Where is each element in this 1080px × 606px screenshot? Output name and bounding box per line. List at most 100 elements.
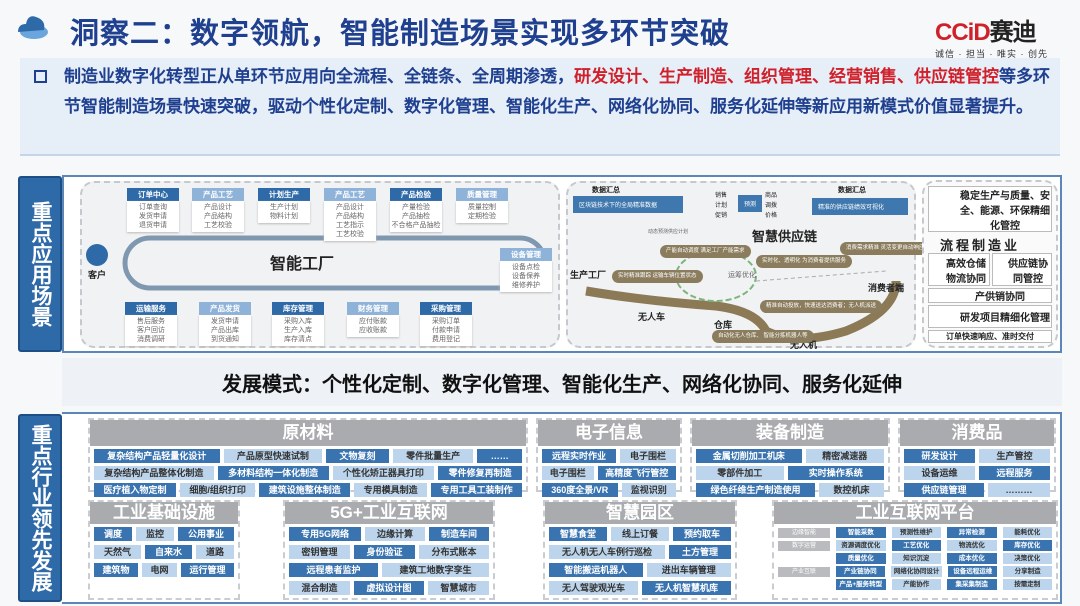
info-bubble: 实时精准跟踪 运输车辆位置状态 xyxy=(612,270,703,283)
scenario-chip: 建筑设施整体制造 xyxy=(259,483,351,497)
scenario-chip: 产品+服务转型 xyxy=(836,579,886,590)
module-item: 应收账款 xyxy=(359,327,387,334)
industry-group: 工业基础设施调度监控公用事业天然气自来水道路建筑物电网运行管理 xyxy=(88,500,240,600)
scenario-chip: 医疗植入物定制 xyxy=(94,483,176,497)
chip-row: 供应链管理……… xyxy=(904,483,1051,497)
scenario-chip: 电子围栏 xyxy=(542,466,594,480)
scenario-chip: 建筑物 xyxy=(94,563,138,577)
group-title: 5G+工业互联网 xyxy=(285,502,493,524)
module-item: 售后服务 xyxy=(137,318,165,325)
module-item: 产品结构 xyxy=(336,213,364,220)
scenario-chip: 身份验证 xyxy=(354,545,415,559)
loop-label: 运筹优化 xyxy=(728,272,756,279)
scenario-chip: 零件批量生产 xyxy=(392,449,474,463)
module-items: 采购订单付款申请费用登记 xyxy=(420,315,472,346)
platform-row-label xyxy=(778,580,830,590)
module-item: 产品设计 xyxy=(336,204,364,211)
scenario-chip: 运行管理 xyxy=(181,563,234,577)
place-consumer: 消费者端 xyxy=(868,283,905,293)
data-summary-left: 数据汇总 xyxy=(592,187,620,194)
intro-text: 制造业数字化转型正从单环节应用向全流程、全链条、全周期渗透， xyxy=(64,67,574,86)
module-item: 工艺校验 xyxy=(204,222,232,229)
platform-row: 边缘智能智能采数预测性维护异常检测能耗优化 xyxy=(778,527,1052,538)
module-items: 售后服务客户回访消费调研 xyxy=(125,315,177,346)
scenario-chip: 预约取车 xyxy=(673,527,731,541)
scenario-chip: 供应链管理 xyxy=(904,483,985,497)
banner-right: 精准的供应链绩效可视化 xyxy=(812,198,908,215)
scenario-chip: 专用工具工装制作 xyxy=(431,483,523,497)
scenario-chip: 精密减速器 xyxy=(805,449,884,463)
scenario-chip: 无人机智慧机库 xyxy=(642,581,731,595)
scenario-chip: 设备运维 xyxy=(904,466,975,480)
factory-module: 运输服务售后服务客户回访消费调研 xyxy=(125,302,177,346)
industrial-internet-platform: 工业互联网平台边缘智能智能采数预测性维护异常检测能耗优化数字运营资源调度优化工艺… xyxy=(772,500,1058,600)
scenario-chip: 无人驾驶观光车 xyxy=(549,581,638,595)
info-bubble: 产能自动调度 满足工厂产能需求 xyxy=(660,245,751,258)
factory-module: 采购管理采购订单付款申请费用登记 xyxy=(420,302,472,346)
stable-production-box: 稳定生产与质量、安全、能源、环保精细化管控 xyxy=(928,186,1052,232)
module-item: 产量检验 xyxy=(402,204,430,211)
scenario-chip: 库存优化 xyxy=(1002,540,1052,551)
left-words: 销售计划促销 xyxy=(715,193,728,219)
chip-row: 金属切削加工机床精密减速器 xyxy=(696,449,884,463)
module-item: 消费调研 xyxy=(137,336,165,343)
scenario-chip: 金属切削加工机床 xyxy=(696,449,802,463)
scenario-chip: 分布式账本 xyxy=(419,545,489,559)
module-header: 质量管理 xyxy=(456,188,508,201)
module-items: 设备点检设备保养维修养护 xyxy=(500,261,552,292)
scenario-chip: 远程服务 xyxy=(979,466,1050,480)
scenario-chip: 监控 xyxy=(136,527,174,541)
platform-row: 数字运营资源调度优化工艺优化物流优化库存优化 xyxy=(778,540,1052,551)
group-title: 工业互联网平台 xyxy=(774,502,1056,524)
module-item: 设备点检 xyxy=(512,264,540,271)
order-box: 订单快速响应、准时交付 xyxy=(928,330,1052,343)
scenario-chip: 分享制造 xyxy=(1003,566,1052,577)
intro-text-end: 等多环节智能制造场景快速突破，驱动个性化定制、数字化管理、智能化生产、网络化协同… xyxy=(64,67,1050,116)
module-item: 生产计划 xyxy=(270,204,298,211)
scenario-chip: 工艺优化 xyxy=(891,540,941,551)
chip-row: 天然气自来水道路 xyxy=(94,545,234,559)
module-items: 产品设计产品结构工艺指示工艺校验 xyxy=(324,201,376,241)
factory-module: 设备管理设备点检设备保养维修养护 xyxy=(500,248,552,292)
supply-chain-title: 智慧供应链 xyxy=(752,229,818,244)
bullet-square-icon xyxy=(34,70,47,83)
scenario-chip: 网络化协同设计 xyxy=(890,566,943,577)
module-items: 生产计划物料计划 xyxy=(258,201,310,223)
cloud-icon xyxy=(18,16,48,39)
warehouse-logistics-box: 高效仓储物流协同 xyxy=(928,253,990,286)
module-items: 产品设计产品结构工艺校验 xyxy=(192,201,244,232)
scenario-chip: 按需定制 xyxy=(1002,579,1052,590)
scenario-chip: 监视识别 xyxy=(621,483,677,497)
place-warehouse: 仓库 xyxy=(714,320,733,330)
module-item: 费用登记 xyxy=(432,336,460,343)
module-header: 采购管理 xyxy=(420,302,472,315)
scenario-chip: 产品原型快速试制 xyxy=(223,449,323,463)
scenario-chip: 资源调度优化 xyxy=(836,540,886,551)
module-item: 产品出库 xyxy=(211,327,239,334)
scenario-chip: 电网 xyxy=(142,563,177,577)
chip-row: 无人机无人车例行巡检土方管理 xyxy=(549,545,731,559)
module-item: 物料计划 xyxy=(270,213,298,220)
scenario-chip: 零件修复再制造 xyxy=(438,466,522,480)
logo-brand: CCiD xyxy=(935,19,991,46)
module-item: 产品设计 xyxy=(204,204,232,211)
info-note: 动态预测供应计划 xyxy=(648,229,689,235)
module-item: 库存清点 xyxy=(284,336,312,343)
factory-module: 产品工艺产品设计产品结构工艺指示工艺校验 xyxy=(324,188,376,241)
scenario-chip: …… xyxy=(477,449,523,463)
module-item: 产品抽检 xyxy=(402,213,430,220)
module-items: 发货申请产品出库到货通知 xyxy=(199,315,251,346)
scenario-chip: 异常检测 xyxy=(947,527,997,538)
module-header: 订单中心 xyxy=(127,188,179,201)
scenario-chip: 公用事业 xyxy=(178,527,234,541)
factory-module: 产品发货发货申请产品出库到货通知 xyxy=(199,302,251,346)
scenario-chip: 360度全景/VR xyxy=(542,483,618,497)
module-item: 发货申请 xyxy=(211,318,239,325)
scenario-chip: 电子围栏 xyxy=(620,449,676,463)
industry-group: 装备制造金属切削加工机床精密减速器零部件加工实时操作系统绿色纤维生产制造使用数控… xyxy=(690,418,890,497)
scenario-chip: 边缘计算 xyxy=(365,527,425,541)
scenario-chip: 智慧食堂 xyxy=(549,527,607,541)
intro-box: 制造业数字化转型正从单环节应用向全流程、全链条、全周期渗透，研发设计、生产制造、… xyxy=(20,58,1060,156)
development-mode-band: 发展模式：个性化定制、数字化管理、智能化生产、网络化协同、服务化延伸 xyxy=(62,358,1062,406)
chip-row: 研发设计生产管控 xyxy=(904,449,1050,463)
